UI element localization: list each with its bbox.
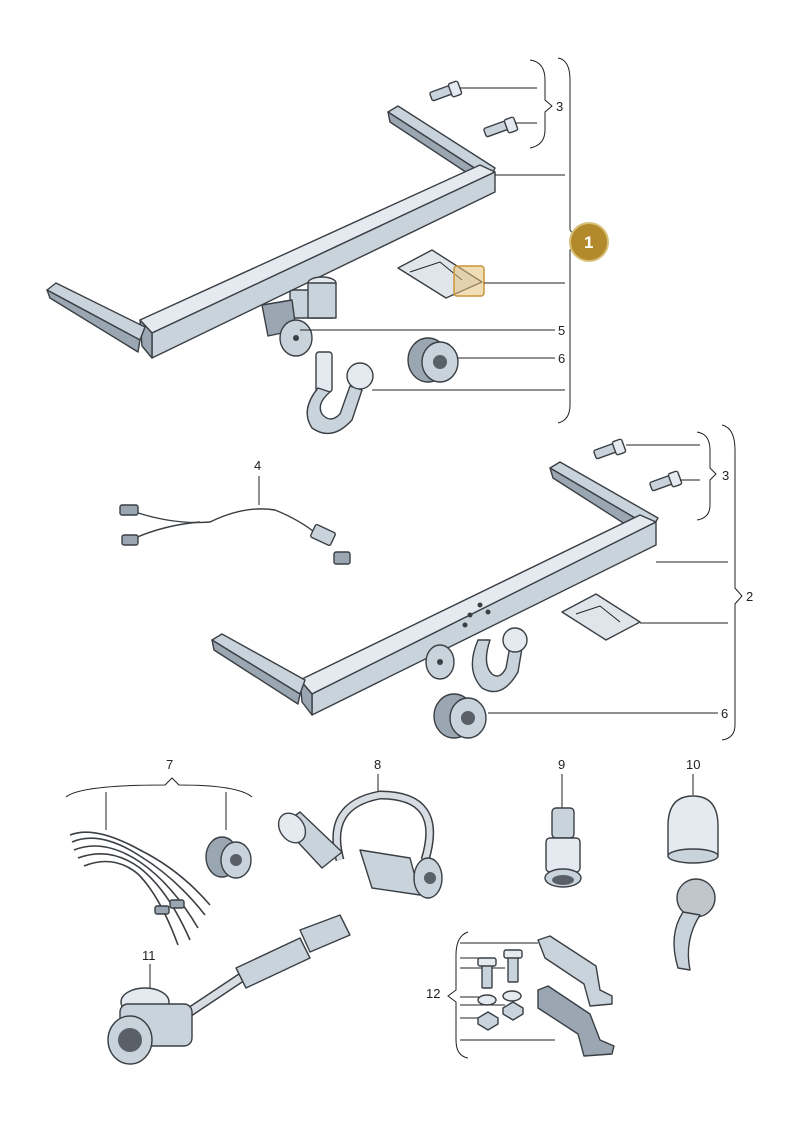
plug-9[interactable] <box>544 774 582 888</box>
leaders-mid <box>488 424 743 741</box>
highlight-box <box>453 265 485 297</box>
tow-bar-assembly-2[interactable] <box>211 438 683 739</box>
bolt-mid-1 <box>593 438 627 460</box>
label-2: 2 <box>746 589 753 604</box>
ball-cap-10[interactable] <box>667 774 719 971</box>
label-3-mid: 3 <box>722 468 729 483</box>
callout-badge-1[interactable]: 1 <box>569 222 609 262</box>
adapter-cable-8[interactable] <box>273 774 443 899</box>
label-6-mid: 6 <box>721 706 728 721</box>
label-3-top: 3 <box>556 99 563 114</box>
bolt-mid-2 <box>649 470 683 492</box>
adapter-11[interactable] <box>107 914 351 1065</box>
bolt-top-1 <box>429 80 463 102</box>
wiring-harness-4[interactable] <box>119 476 351 565</box>
label-4: 4 <box>254 458 261 473</box>
label-9: 9 <box>558 757 565 772</box>
bolt-top-2 <box>483 116 519 138</box>
label-10: 10 <box>686 757 700 772</box>
label-5: 5 <box>558 323 565 338</box>
socket-6-top <box>407 337 459 383</box>
label-8: 8 <box>374 757 381 772</box>
label-12: 12 <box>426 986 440 1001</box>
label-11: 11 <box>142 948 156 963</box>
label-7: 7 <box>166 757 173 772</box>
cable-kit-7[interactable] <box>65 777 253 946</box>
socket-plate-5 <box>261 299 313 357</box>
tow-ball-detachable <box>306 351 374 435</box>
tow-bar-assembly-1[interactable] <box>46 80 519 435</box>
label-6-top: 6 <box>558 351 565 366</box>
bracket-kit-12[interactable] <box>447 931 615 1059</box>
badge-label: 1 <box>584 233 593 252</box>
